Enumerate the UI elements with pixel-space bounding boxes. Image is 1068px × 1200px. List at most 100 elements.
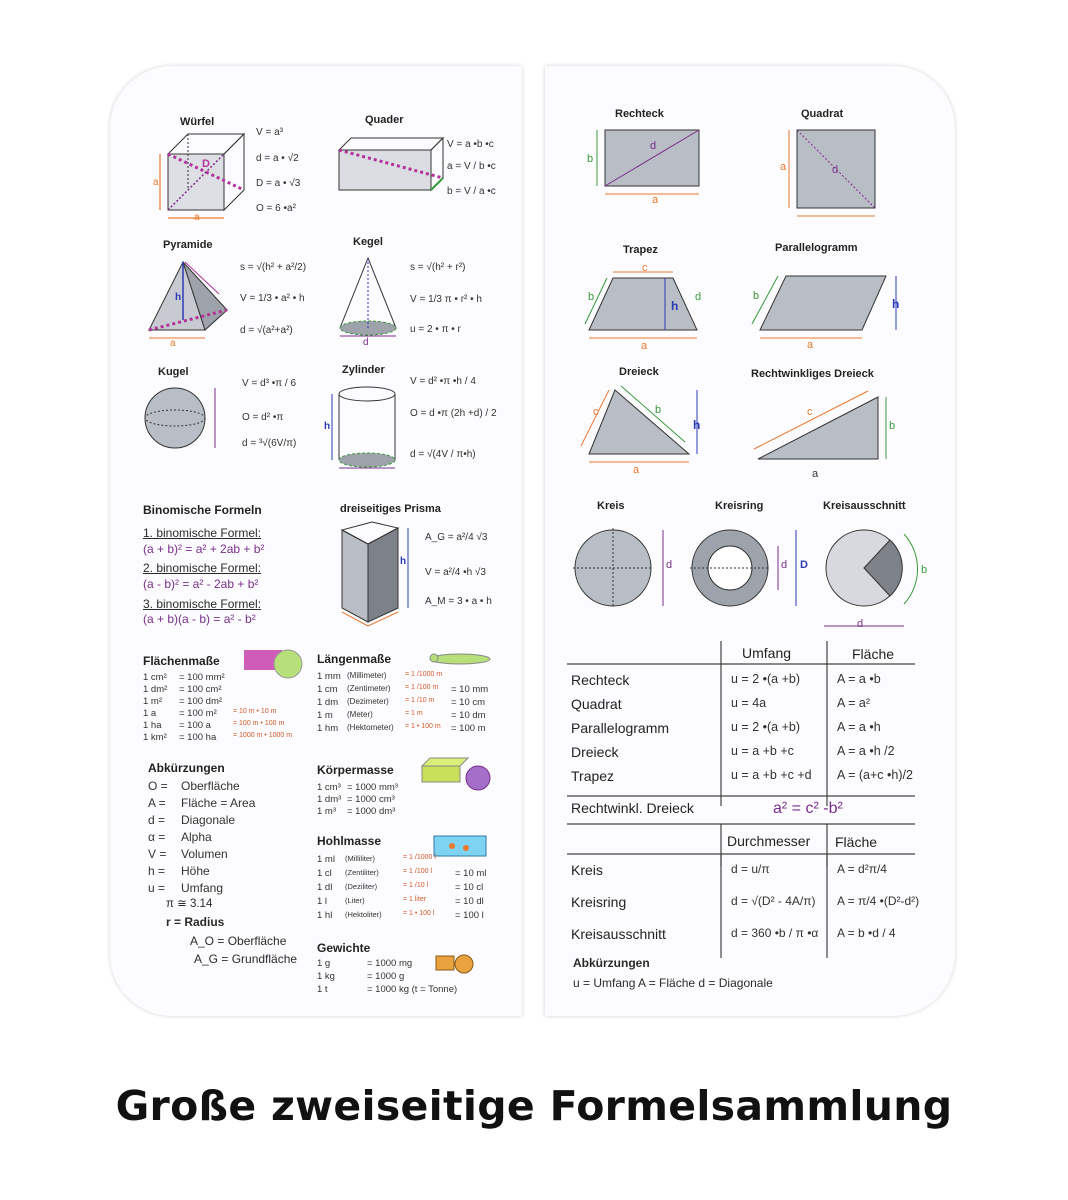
weight-unit-cell-a: 1 g <box>317 958 331 969</box>
length-unit-row: 1 dm(Dezimeter)= 1 /10 m= 10 cm <box>317 697 512 710</box>
length-unit-cell-a: 1 cm <box>317 684 338 695</box>
area-unit-row: 1 m²= 100 dm² <box>143 696 328 708</box>
abbrev-item-cell-v: Höhe <box>181 864 210 878</box>
table-1-cell-u: u = 2 •(a +b) <box>731 720 801 734</box>
cuboid-figure <box>337 136 445 192</box>
table-1-cell-u: u = 4a <box>731 696 767 710</box>
length-unit-cell-c: = 1 m <box>405 710 423 717</box>
cube-formula-2: d = a • √2 <box>256 153 299 164</box>
table-1-cell-u: u = a +b +c <box>731 744 794 758</box>
ring-D-label: D <box>800 559 808 571</box>
area-units-title: Flächenmaße <box>143 654 220 668</box>
cylinder-figure <box>331 386 396 469</box>
length-unit-cell-c: = 1 /1000 m <box>405 671 443 678</box>
volume-unit-cell-b: = 1000 dm³ <box>347 806 396 817</box>
hohl-unit-cell-d: = 10 dl <box>455 896 484 907</box>
length-unit-row: 1 m(Meter)= 1 m= 10 dm <box>317 710 512 723</box>
hohl-unit-row: 1 cl(Zentiliter)= 1 /100 l= 10 ml <box>317 868 512 882</box>
weight-unit-row: 1 kg= 1000 g <box>317 971 507 984</box>
length-unit-cell-c: = 1 • 100 m <box>405 723 441 730</box>
hohl-unit-row: 1 l(Liter)= 1 liter= 10 dl <box>317 896 512 910</box>
abbrev-item-cell-k: V = <box>148 847 167 861</box>
rect-figure <box>596 129 700 195</box>
ring-figure <box>690 529 797 607</box>
cube-D-label: D <box>202 158 210 170</box>
trapez-title: Trapez <box>623 244 658 256</box>
abbrev-item-row: V =Volumen <box>148 847 298 864</box>
weight-unit-row: 1 t= 1000 kg (t = Tonne) <box>317 984 507 997</box>
right-triangle-a-label: a <box>812 468 819 480</box>
pyramid-formula-1: s = √(h² + a²/2) <box>240 262 307 273</box>
length-unit-cell-d: = 10 cm <box>451 697 486 708</box>
trapez-d-label: d <box>695 291 702 303</box>
cylinder-title: Zylinder <box>342 364 385 376</box>
pyramid-a-label: a <box>170 338 176 349</box>
table-1-cell-u: u = a +b +c +d <box>731 768 812 782</box>
hohl-unit-cell-b: (Liter) <box>345 896 365 905</box>
area-unit-cell-b: = 100 a <box>179 720 211 731</box>
abbrev-item-row: u =Umfang <box>148 881 298 898</box>
abbrev-item-cell-k: α = <box>148 830 166 844</box>
volume-unit-row: 1 m³= 1000 dm³ <box>317 806 457 818</box>
abbrev-item-row: h =Höhe <box>148 864 298 881</box>
prism-title: dreiseitiges Prisma <box>340 503 441 515</box>
binomial-label-2: 2. binomische Formel: <box>143 561 262 575</box>
abbrev-r: r = Radius <box>166 915 225 929</box>
cone-formula-2: V = 1/3 π • r² • h <box>410 294 482 305</box>
table-2-row: Kreisring d = √(D² - 4A/π) A = π/4 •(D²-d²… <box>571 894 931 926</box>
area-unit-cell-b: = 100 cm² <box>179 684 222 695</box>
circle-d-label: d <box>666 559 673 571</box>
hohl-unit-cell-b: (Hektoliter) <box>345 910 382 919</box>
prism-h-label: h <box>400 556 407 567</box>
triangle-c-label: c <box>593 406 599 418</box>
area-unit-row: 1 cm²= 100 mm² <box>143 672 328 684</box>
table-2-cell-name: Kreisausschnitt <box>571 926 666 942</box>
table-1-cell-name: Quadrat <box>571 696 622 712</box>
prism-formula-1: A_G = a²/4 √3 <box>425 532 488 543</box>
table-2-cell-d: d = u/π <box>731 862 770 876</box>
hohl-unit-cell-a: 1 dl <box>317 882 333 893</box>
parallelogram-b-label: b <box>753 290 760 302</box>
volume-unit-cell-b: = 1000 mm³ <box>347 782 398 793</box>
length-unit-row: 1 mm(Millimeter)= 1 /1000 m <box>317 671 512 684</box>
table-2-cell-name: Kreisring <box>571 894 627 910</box>
hohl-unit-cell-b: (Deziliter) <box>345 882 378 891</box>
length-unit-cell-d: = 10 dm <box>451 710 486 721</box>
rect-b-label: b <box>587 153 594 165</box>
area-unit-cell-a: 1 km² <box>143 732 167 743</box>
cube-figure <box>159 132 246 219</box>
sphere-formula-1: V = d³ •π / 6 <box>242 378 297 389</box>
cube-a-label: a <box>153 177 159 188</box>
table-2-header-durchmesser: Durchmesser <box>727 833 811 849</box>
cone-formula-1: s = √(h² + r²) <box>410 262 466 273</box>
square-figure <box>788 129 876 217</box>
rect-title: Rechteck <box>615 108 664 120</box>
binomial-title: Binomische Formeln <box>143 503 262 517</box>
hohl-unit-cell-d: = 10 ml <box>455 868 487 879</box>
formula-card-front: Würfel a a D V = a³ d = a • √2 D = a • √… <box>110 66 522 1016</box>
abbrev-item-row: A =Fläche = Area <box>148 796 298 813</box>
length-unit-cell-d: = 100 m <box>451 723 486 734</box>
table-1-cell-name: Parallelogramm <box>571 720 670 736</box>
volume-unit-row: 1 cm³= 1000 mm³ <box>317 782 457 794</box>
footer-title: Große zweiseitige Formelsammlung <box>115 1082 953 1130</box>
rect-d-label: d <box>650 140 657 152</box>
hohl-unit-row: 1 dl(Deziliter)= 1 /10 l= 10 cl <box>317 882 512 896</box>
formula-card-back: Rechteck b a d Quadrat a d Trapez c a h … <box>545 66 955 1016</box>
parallelogram-h-label: h <box>892 297 900 311</box>
table-2-cell-a: A = π/4 •(D²-d²) <box>837 894 920 908</box>
triangle-title: Dreieck <box>619 366 659 378</box>
binomial-formula-1: (a + b)² = a² + 2ab + b² <box>143 542 265 556</box>
parallelogram-a-label: a <box>807 339 814 351</box>
table-2-cell-d: d = √(D² - 4A/π) <box>731 894 816 908</box>
parallelogram-title: Parallelogramm <box>775 242 858 254</box>
right-abbrev-text: u = Umfang A = Fläche d = Diagonale <box>573 976 773 990</box>
length-units-icon <box>429 653 491 665</box>
length-unit-cell-a: 1 m <box>317 710 333 721</box>
cuboid-formula-3: b = V / a •c <box>447 186 496 197</box>
